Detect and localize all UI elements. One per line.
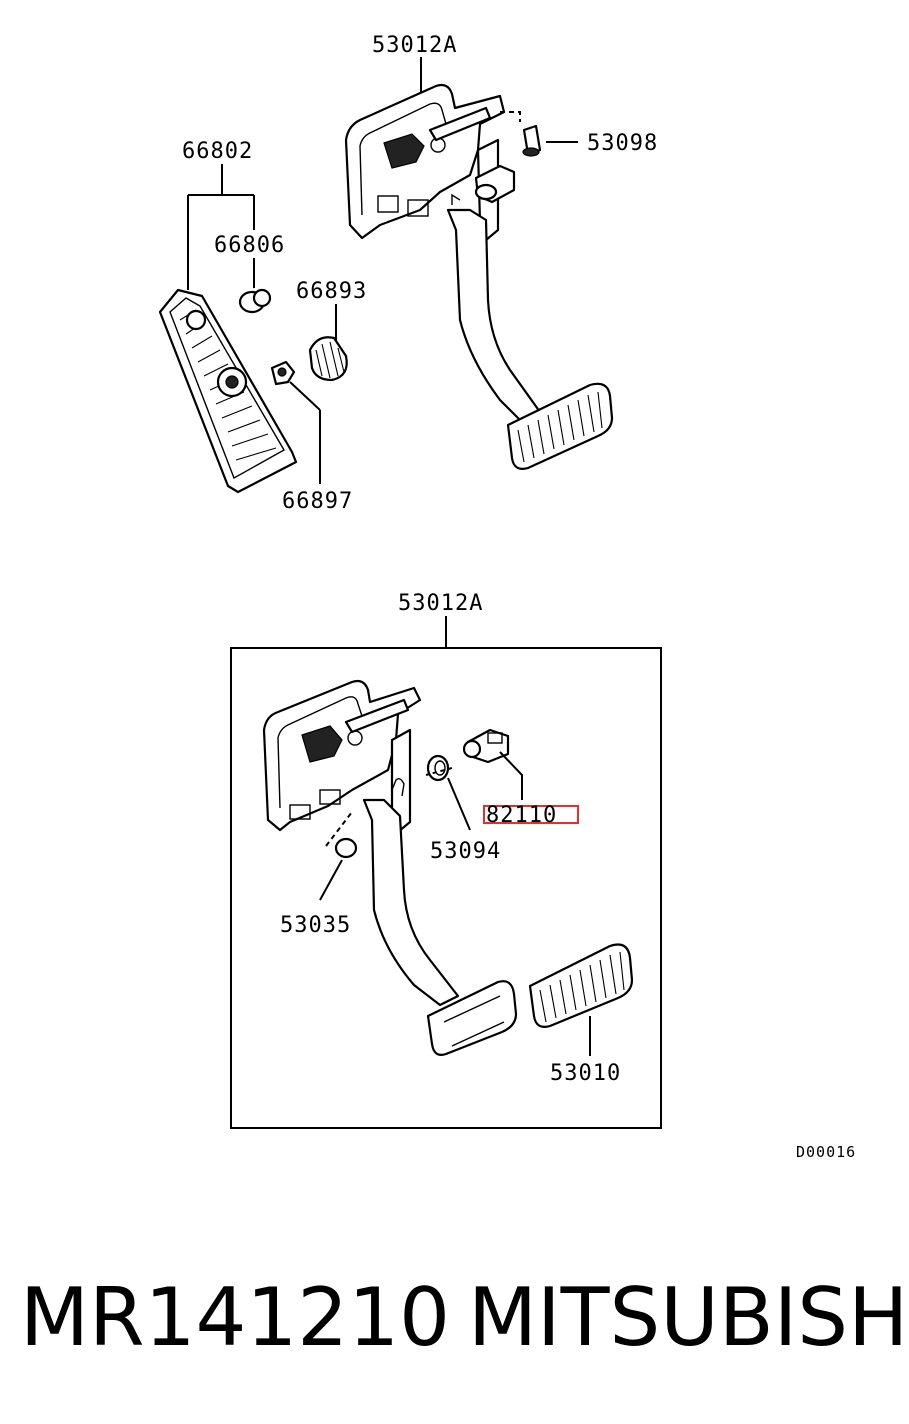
stopper-part: [308, 336, 348, 382]
inset-stopper-label[interactable]: 53035: [280, 913, 351, 938]
switch-leader: [499, 751, 523, 800]
inset-pedal-arm: [362, 777, 460, 1007]
top-bolt: 53098: [500, 111, 658, 157]
clip-part: [270, 360, 296, 386]
caption: MR141210 MITSUBISHI: [0, 1268, 909, 1368]
inset-pad-label[interactable]: 53010: [550, 1061, 621, 1086]
top-pedal-bracket: [344, 83, 506, 242]
top-bracket-label[interactable]: 53012A: [372, 33, 457, 58]
clip-leader-diag: [289, 381, 321, 411]
switch-part: [462, 728, 510, 764]
inset-pad-part: [528, 943, 634, 1028]
inset-stopper-leader: [319, 859, 343, 901]
brand-name: MITSUBISHI: [468, 1271, 909, 1364]
grommet-label[interactable]: 53094: [430, 839, 501, 864]
top-brake-pad: [506, 382, 614, 470]
top-accel-pedal: [158, 288, 298, 494]
top-stop-switch: [474, 164, 516, 204]
switch-label[interactable]: 82110: [486, 803, 557, 828]
inset-assembly: 53012A: [230, 591, 662, 1129]
inset-bracket-label[interactable]: 53012A: [398, 591, 483, 616]
inset-frame: [230, 647, 662, 1129]
accel-pedal-label[interactable]: 66802: [182, 139, 253, 164]
bushing-label[interactable]: 66806: [214, 233, 285, 258]
switch-highlight: [483, 805, 579, 824]
grommet-part: [426, 754, 450, 782]
inset-pedal-bracket: [262, 679, 422, 834]
inset-stopper-guide: [325, 811, 353, 847]
part-number: MR141210: [20, 1271, 450, 1364]
inset-pedal-plate: [426, 980, 518, 1056]
grommet-leader: [447, 777, 471, 831]
stopper-label[interactable]: 66893: [296, 279, 367, 304]
bushing-part: [238, 288, 272, 314]
top-bolt-label[interactable]: 53098: [587, 131, 658, 156]
inset-stopper-part: [334, 837, 358, 859]
top-assembly: 53012A 53098: [158, 33, 658, 514]
clip-label[interactable]: 66897: [282, 489, 353, 514]
diagram-code: D00016: [796, 1143, 856, 1161]
